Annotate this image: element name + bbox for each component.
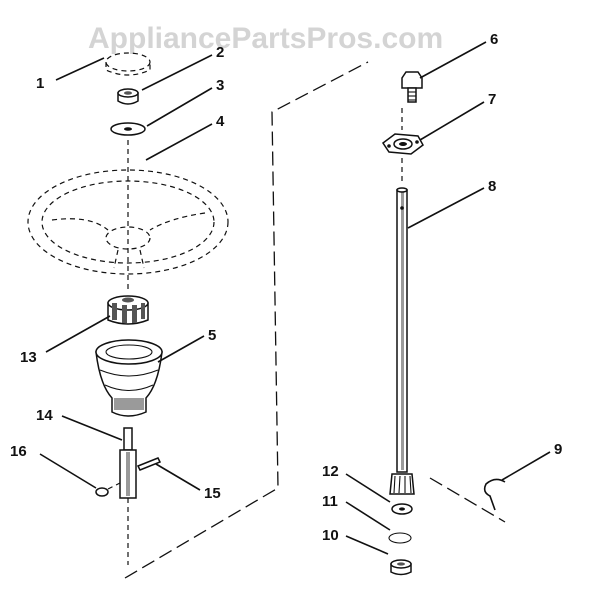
callout-6: 6 xyxy=(490,31,498,48)
leader-lines xyxy=(39,41,551,555)
callout-1: 1 xyxy=(36,75,44,92)
part-7-flange-bearing xyxy=(381,133,424,155)
part-10-snap-ring xyxy=(388,532,412,544)
callout-11: 11 xyxy=(322,493,338,510)
callout-16: 16 xyxy=(10,443,27,460)
callout-14: 14 xyxy=(36,407,53,424)
part-6-bolt xyxy=(401,71,423,103)
callout-15: 15 xyxy=(204,485,221,502)
callout-8: 8 xyxy=(488,178,496,195)
callout-10: 10 xyxy=(322,527,339,544)
callout-5: 5 xyxy=(208,327,216,344)
callout-7: 7 xyxy=(488,91,496,108)
part-5-boot xyxy=(95,339,163,417)
part-15-roll-pin xyxy=(136,457,162,471)
part-4-steering-wheel xyxy=(27,169,229,275)
assembly-boundary-lines xyxy=(124,61,506,579)
callout-2: 2 xyxy=(216,44,224,61)
callout-labels: 1 2 3 4 5 6 7 8 9 10 11 12 13 14 16 15 xyxy=(10,31,562,544)
part-12-pinion-gear xyxy=(389,473,415,495)
part-10-bottom-nut xyxy=(390,559,412,576)
callout-3: 3 xyxy=(216,77,224,94)
watermark-text: AppliancePartsPros.com xyxy=(88,22,443,55)
part-8-long-shaft xyxy=(396,187,408,473)
part-3-washer xyxy=(110,122,146,136)
callout-4: 4 xyxy=(216,113,225,130)
part-14-steering-shaft xyxy=(119,427,137,565)
part-1-steering-cap xyxy=(105,52,151,76)
part-11-washer xyxy=(391,503,413,515)
part-16-bolt xyxy=(95,482,121,497)
part-2-nut xyxy=(117,88,139,105)
callout-13: 13 xyxy=(20,349,37,366)
part-9-link xyxy=(483,478,506,511)
callout-9: 9 xyxy=(554,441,562,458)
part-13-spline-adapter xyxy=(107,295,149,325)
callout-12: 12 xyxy=(322,463,339,480)
